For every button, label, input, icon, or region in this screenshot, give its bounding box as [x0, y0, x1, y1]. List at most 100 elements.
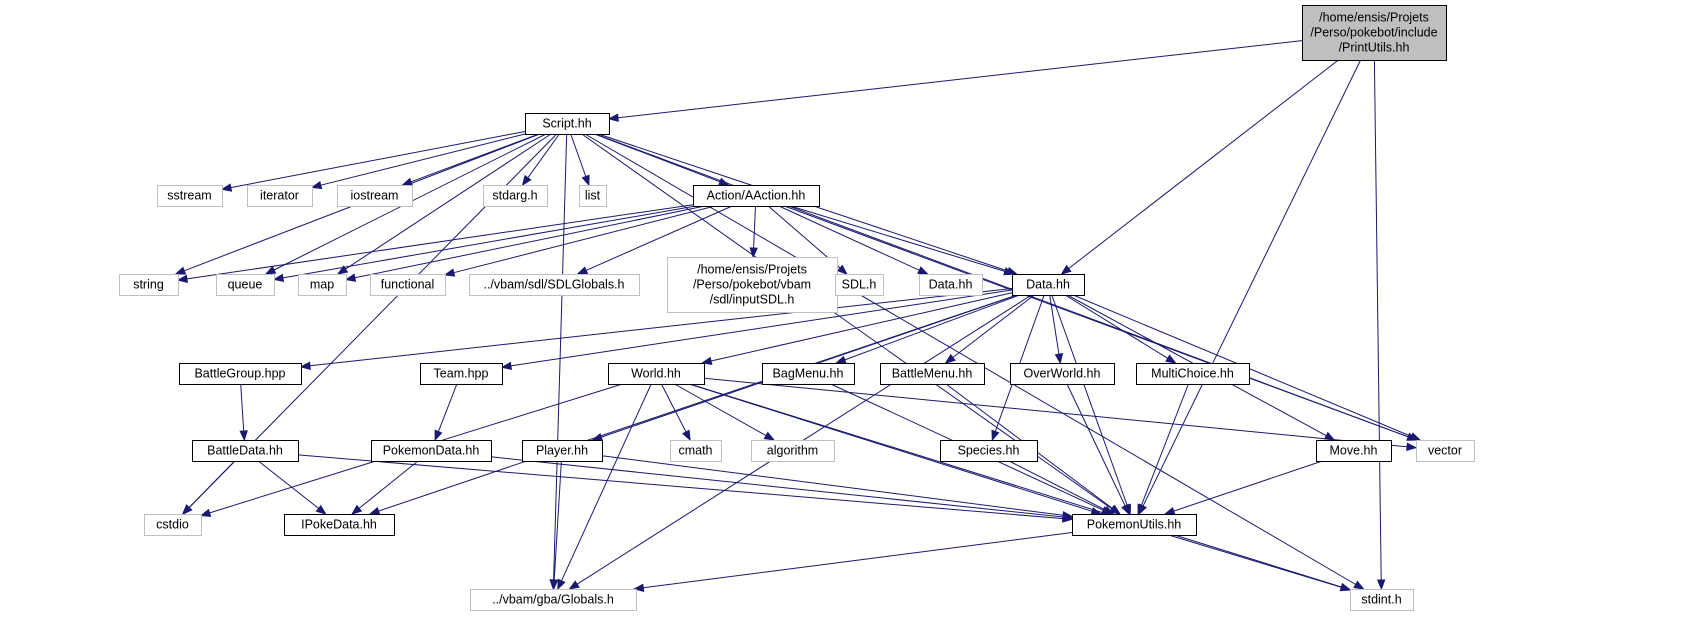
node-datahh[interactable]: Data.hh	[1012, 274, 1085, 296]
edge-printutils-to-datahh	[1060, 59, 1339, 275]
node-aaction[interactable]: Action/AAction.hh	[693, 185, 820, 207]
node-queue: queue	[216, 274, 275, 296]
node-label: stdint.h	[1361, 593, 1401, 607]
edge-aaction-to-datahh	[790, 205, 1015, 276]
node-label: Script.hh	[542, 117, 591, 131]
edge-arrowhead	[434, 429, 443, 442]
node-species[interactable]: Species.hh	[940, 440, 1038, 462]
edge-arrowhead	[991, 429, 1000, 442]
edge-arrowhead	[220, 183, 233, 192]
edge-line	[410, 133, 540, 183]
edge-arrowhead	[1121, 503, 1130, 516]
edge-line	[660, 383, 687, 433]
node-script[interactable]: Script.hh	[525, 113, 610, 135]
edge-line	[309, 288, 1013, 367]
edge-pokemonutils-to-stdint	[1168, 534, 1352, 592]
edge-line	[282, 205, 696, 279]
edge-aaction-to-datahh_ext	[778, 205, 929, 275]
edge-world-to-globals	[557, 383, 652, 591]
edge-arrowhead	[1376, 579, 1386, 591]
node-box	[579, 185, 607, 207]
node-sstream: sstream	[157, 185, 223, 207]
edge-arrowhead	[836, 264, 848, 275]
node-printutils[interactable]: /home/ensis/Projets/Perso/pokebot/includ…	[1302, 5, 1447, 61]
dependency-edges	[174, 40, 1422, 592]
node-label: cmath	[678, 444, 712, 458]
edge-datahh-to-multichoice	[1064, 294, 1177, 364]
node-map: map	[298, 274, 347, 296]
edge-line	[689, 383, 1342, 588]
edge-arrowhead	[1062, 511, 1074, 520]
node-pokemondata[interactable]: PokemonData.hh	[371, 440, 492, 462]
edge-aaction-to-map	[344, 205, 705, 282]
node-label: Species.hh	[958, 444, 1020, 458]
edge-line	[527, 133, 560, 178]
node-box	[1302, 5, 1447, 61]
node-move[interactable]: Move.hh	[1316, 440, 1392, 462]
edge-arrowhead	[174, 266, 187, 275]
node-label: algorithm	[767, 444, 818, 458]
edge-line	[584, 133, 1357, 585]
edge-line	[230, 131, 526, 189]
node-label: World.hh	[631, 367, 681, 381]
node-battledata[interactable]: BattleData.hh	[192, 440, 299, 462]
edge-datahh-to-overworld	[1049, 294, 1064, 365]
edge-arrowhead	[521, 174, 532, 187]
edge-datahh-to-battlegroup	[299, 288, 1013, 370]
edge-line	[561, 383, 652, 582]
node-label: OverWorld.hh	[1024, 367, 1101, 381]
node-ipokedata[interactable]: IPokeData.hh	[284, 514, 395, 536]
node-inputsdl: /home/ensis/Projets/Perso/pokebot/vbam/s…	[667, 257, 838, 313]
edge-arrowhead	[1109, 504, 1122, 515]
node-label: /PrintUtils.hh	[1339, 41, 1410, 55]
node-label: cstdio	[156, 518, 189, 532]
edge-arrowhead	[557, 578, 566, 591]
node-multichoice[interactable]: MultiChoice.hh	[1136, 363, 1250, 385]
node-sdlh: SDL.h	[835, 274, 884, 296]
node-battlegroup[interactable]: BattleGroup.hpp	[179, 363, 302, 385]
node-battlemenu[interactable]: BattleMenu.hh	[880, 363, 985, 385]
node-label: BattleMenu.hh	[892, 367, 973, 381]
node-world[interactable]: World.hh	[608, 363, 705, 385]
node-list: list	[579, 185, 607, 207]
node-label: Move.hh	[1330, 444, 1378, 458]
node-box	[337, 185, 413, 207]
node-sdlglobals: ../vbam/sdl/SDLGlobals.h	[469, 274, 640, 296]
edge-arrowhead	[500, 361, 512, 371]
node-label: stdarg.h	[492, 189, 537, 203]
edge-aaction-to-queue	[272, 205, 696, 283]
edge-arrowhead	[315, 504, 327, 515]
node-label: ../vbam/gba/Globals.h	[492, 593, 614, 607]
edge-arrowhead	[581, 174, 590, 187]
edge-line	[674, 383, 767, 437]
edge-arrowhead	[199, 508, 212, 517]
edge-arrowhead	[763, 431, 776, 441]
node-bagmenu[interactable]: BagMenu.hh	[762, 363, 855, 385]
edge-arrowhead	[368, 506, 381, 515]
node-globals: ../vbam/gba/Globals.h	[470, 589, 637, 611]
node-label: Action/AAction.hh	[707, 189, 806, 203]
node-box	[1316, 440, 1392, 462]
edge-move-to-pokemonutils	[1163, 460, 1323, 515]
edge-script-to-map	[336, 133, 552, 275]
edge-aaction-to-inputsdl	[749, 205, 758, 259]
node-functional: functional	[370, 274, 446, 296]
edge-line	[553, 460, 562, 581]
node-stdint: stdint.h	[1350, 589, 1414, 611]
edge-line	[490, 456, 1064, 518]
edge-aaction-to-string	[176, 204, 694, 283]
edge-arrowhead	[607, 113, 619, 122]
node-pokemonutils[interactable]: PokemonUtils.hh	[1072, 514, 1197, 536]
node-team[interactable]: Team.hpp	[420, 363, 503, 385]
edge-arrowhead	[344, 273, 357, 282]
node-box	[1350, 589, 1414, 611]
node-label: BagMenu.hh	[773, 367, 844, 381]
edge-arrowhead	[1163, 506, 1176, 515]
edge-arrowhead	[336, 265, 349, 275]
node-overworld[interactable]: OverWorld.hh	[1010, 363, 1115, 385]
edge-arrowhead	[632, 583, 645, 592]
node-label: IPokeData.hh	[301, 518, 377, 532]
node-iostream: iostream	[337, 185, 413, 207]
node-player[interactable]: Player.hh	[522, 440, 603, 462]
node-box	[751, 440, 835, 462]
